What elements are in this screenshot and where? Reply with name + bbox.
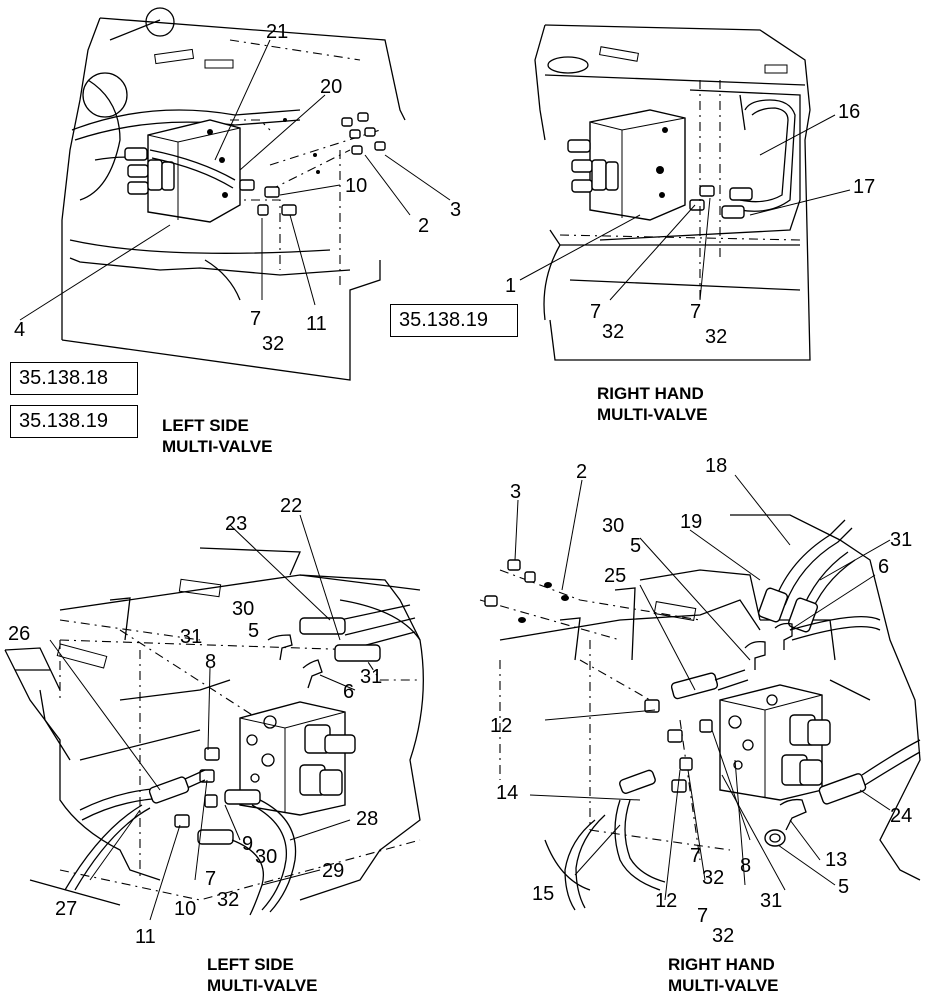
callout-22: 22 xyxy=(280,495,302,517)
callout-5: 5 xyxy=(630,535,641,557)
callout-32: 32 xyxy=(702,867,724,889)
callout-14: 14 xyxy=(496,782,518,804)
callout-23: 23 xyxy=(225,513,247,535)
callout-5: 5 xyxy=(248,620,259,642)
ref-link-35-138-18[interactable]: 35.138.18 xyxy=(10,362,138,395)
callout-8: 8 xyxy=(205,651,216,673)
callout-11: 11 xyxy=(135,926,156,948)
callout-21: 21 xyxy=(266,21,288,43)
callout-32: 32 xyxy=(262,333,284,355)
callout-12: 12 xyxy=(490,715,512,737)
callout-5: 5 xyxy=(838,876,849,898)
callout-2: 2 xyxy=(418,215,429,237)
callout-31: 31 xyxy=(760,890,782,912)
callout-6: 6 xyxy=(343,681,354,703)
bottom-left-illustration xyxy=(4,514,424,921)
callout-32: 32 xyxy=(602,321,624,343)
callout-7: 7 xyxy=(690,301,701,323)
callout-18: 18 xyxy=(705,455,727,477)
callout-25: 25 xyxy=(604,565,626,587)
ref-link-35-138-19-right[interactable]: 35.138.19 xyxy=(390,304,518,337)
callout-1: 1 xyxy=(505,275,516,297)
callout-10: 10 xyxy=(345,175,367,197)
spool-fittings xyxy=(124,147,175,195)
callout-19: 19 xyxy=(680,511,702,533)
callout-29: 29 xyxy=(322,860,344,882)
caption-bottom-left-line2: MULTI-VALVE xyxy=(207,976,317,995)
caption-bottom-left-line1: LEFT SIDE xyxy=(207,955,294,974)
caption-top-left-line2: MULTI-VALVE xyxy=(162,437,272,456)
callout-2: 2 xyxy=(576,461,587,483)
callout-30: 30 xyxy=(602,515,624,537)
callout-3: 3 xyxy=(510,481,521,503)
callout-27: 27 xyxy=(55,898,77,920)
callout-28: 28 xyxy=(356,808,378,830)
callout-7: 7 xyxy=(590,301,601,323)
callout-32: 32 xyxy=(217,889,239,911)
callout-13: 13 xyxy=(825,849,847,871)
callout-31: 31 xyxy=(180,626,202,648)
callout-12: 12 xyxy=(655,890,677,912)
callout-7: 7 xyxy=(250,308,261,330)
caption-top-right-line1: RIGHT HAND xyxy=(597,384,704,403)
bottom-right-illustration xyxy=(479,474,921,911)
callout-3: 3 xyxy=(450,199,461,221)
top-left-illustration xyxy=(19,7,451,381)
callout-24: 24 xyxy=(890,805,912,827)
caption-bottom-right-line1: RIGHT HAND xyxy=(668,955,775,974)
callout-10: 10 xyxy=(174,898,196,920)
callout-7: 7 xyxy=(690,845,701,867)
callout-31: 31 xyxy=(360,666,382,688)
callout-7: 7 xyxy=(205,868,216,890)
callout-26: 26 xyxy=(8,623,30,645)
callout-9: 9 xyxy=(242,833,253,855)
callout-32: 32 xyxy=(712,925,734,947)
callout-7: 7 xyxy=(697,905,708,927)
callout-30: 30 xyxy=(232,598,254,620)
callout-32: 32 xyxy=(705,326,727,348)
top-right-illustration xyxy=(519,24,851,361)
ref-link-35-138-19[interactable]: 35.138.19 xyxy=(10,405,138,438)
callout-17: 17 xyxy=(853,176,875,198)
callout-16: 16 xyxy=(838,101,860,123)
callout-8: 8 xyxy=(740,855,751,877)
callout-31: 31 xyxy=(890,529,912,551)
caption-bottom-right-line2: MULTI-VALVE xyxy=(668,976,778,995)
callout-11: 11 xyxy=(306,313,327,335)
caption-top-left-line1: LEFT SIDE xyxy=(162,416,249,435)
callout-30: 30 xyxy=(255,846,277,868)
callout-15: 15 xyxy=(532,883,554,905)
callout-6: 6 xyxy=(878,556,889,578)
callout-20: 20 xyxy=(320,76,342,98)
caption-top-right-line2: MULTI-VALVE xyxy=(597,405,707,424)
callout-4: 4 xyxy=(14,319,25,341)
